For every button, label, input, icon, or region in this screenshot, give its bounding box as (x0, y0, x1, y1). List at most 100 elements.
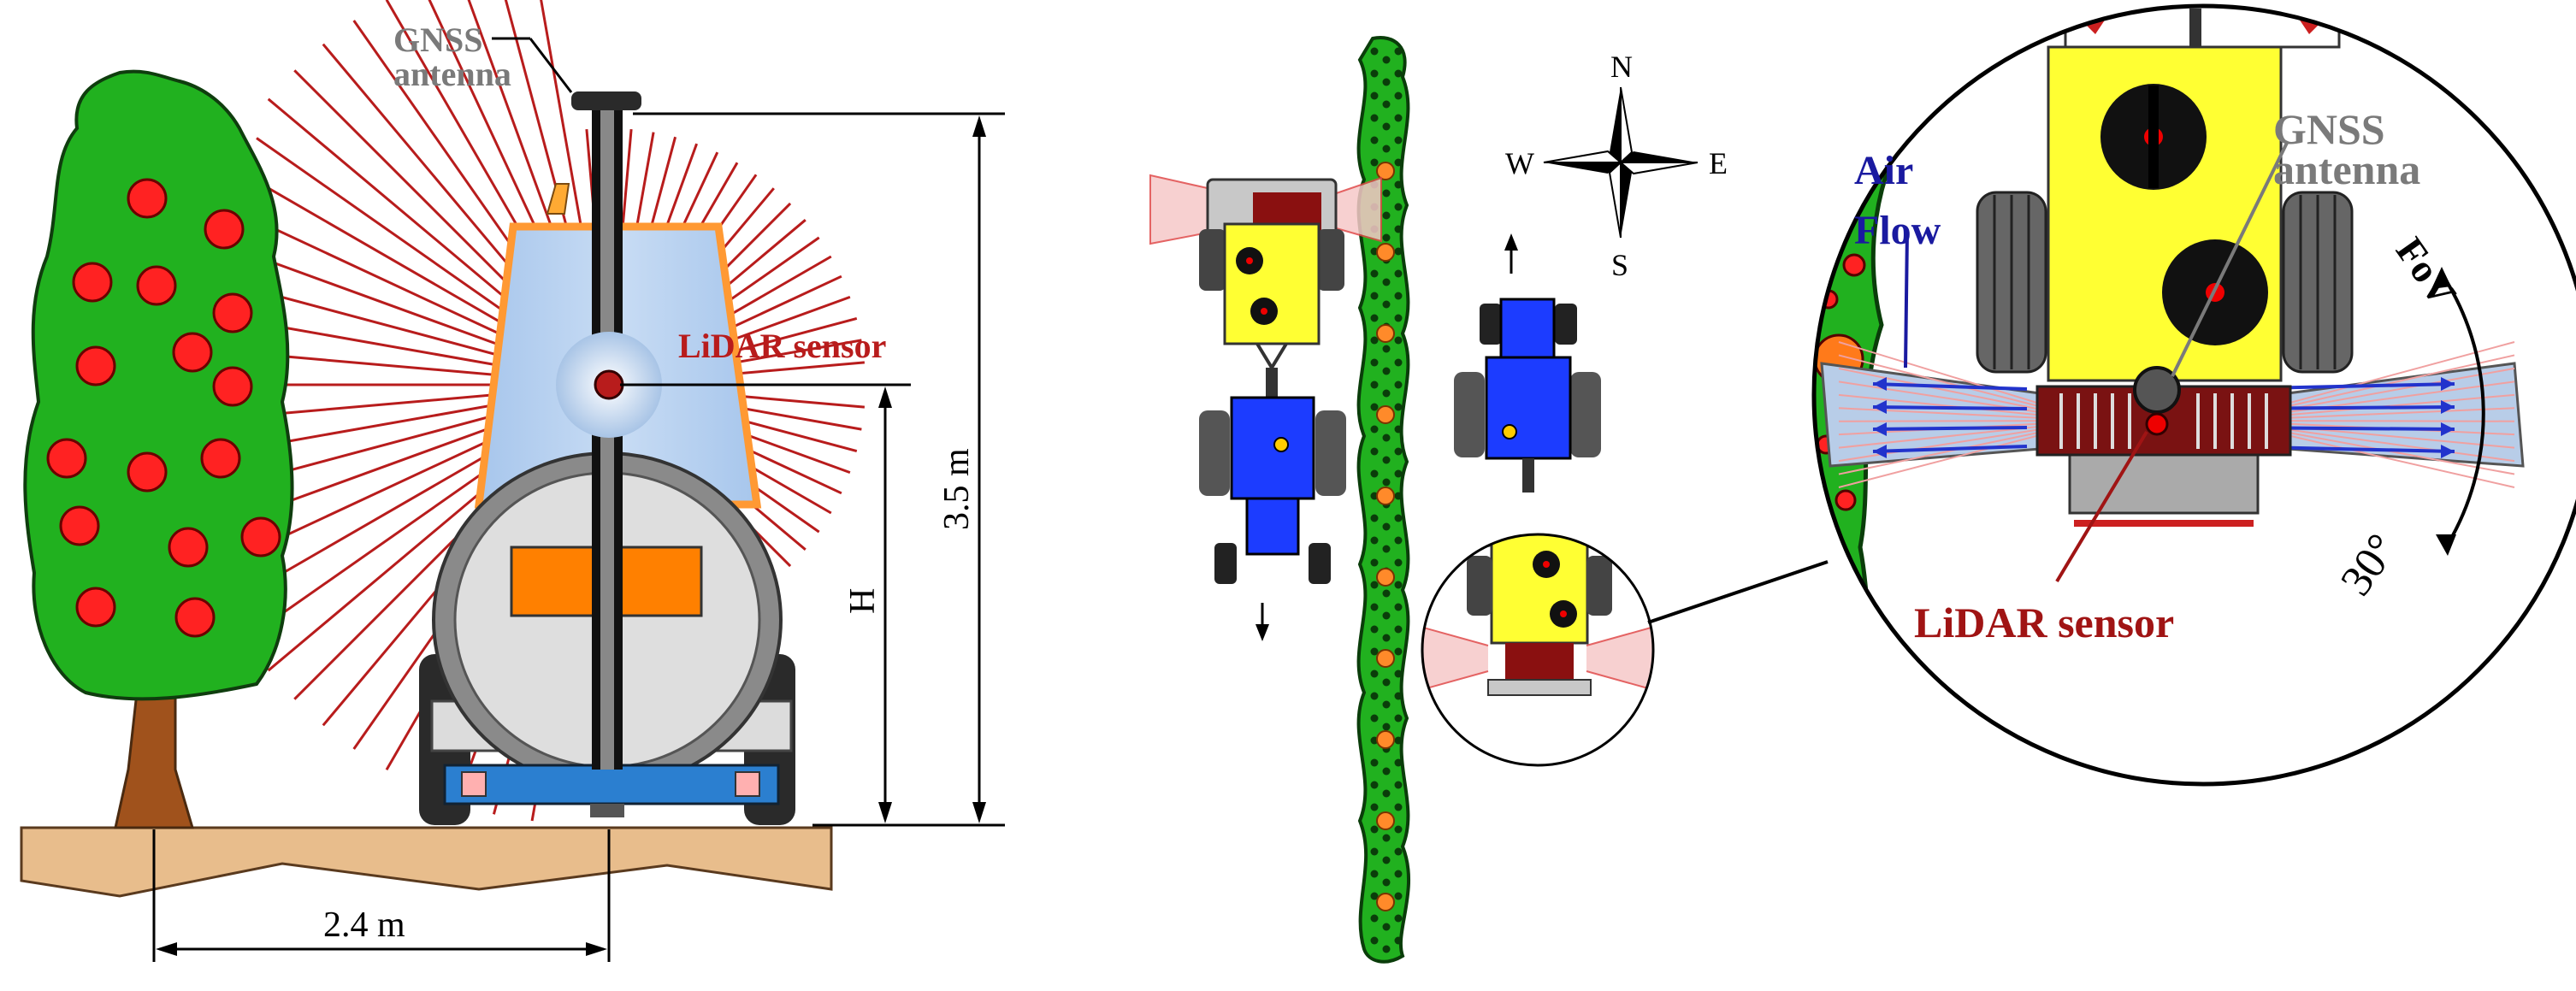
tree-trunk (114, 691, 195, 829)
row-dot (1382, 723, 1391, 731)
row-dot (1382, 233, 1391, 242)
gnss-label-line2: antenna (393, 55, 511, 93)
row-fruit (1376, 162, 1395, 180)
height-sensor-label: H (843, 588, 883, 614)
row-dot (1394, 914, 1403, 923)
zoom-connector (1647, 560, 1829, 624)
row-dot (1382, 78, 1391, 86)
fruit (72, 262, 113, 303)
spray-fan-east (1422, 622, 1653, 694)
row-dot (1370, 581, 1379, 589)
row-dot (1370, 536, 1379, 545)
row-dot (1382, 767, 1391, 776)
fruit (127, 178, 168, 219)
air-flow-arrowhead (2441, 400, 2455, 414)
row-dot (1382, 923, 1391, 931)
detail-circle-border (1811, 3, 2576, 787)
row-dot (1370, 158, 1379, 167)
row-fruit (1376, 243, 1395, 262)
tractor-body-west (1230, 396, 1315, 500)
dimension-arrowheads (156, 115, 986, 956)
row-dot (1370, 403, 1379, 411)
row-dot (1382, 456, 1391, 464)
row-dot (1370, 447, 1379, 456)
row-dot (1370, 758, 1379, 767)
detail-gnss-antenna (2133, 366, 2181, 414)
row-dot (1382, 522, 1391, 531)
tractor-body-east (1485, 356, 1572, 460)
row-dot (1394, 447, 1403, 456)
fruit (168, 527, 209, 568)
air-flow-arrowhead (2441, 422, 2455, 436)
row-dot (1382, 434, 1391, 442)
height-total-label: 3.5 m (937, 448, 977, 530)
row-dot (1394, 136, 1403, 145)
row-dot (1370, 114, 1379, 122)
row-dot (1394, 203, 1403, 211)
row-dot (1382, 789, 1391, 798)
fruit (200, 438, 241, 479)
compass-west: W (1505, 146, 1534, 180)
air-flow-arrow (1872, 445, 2028, 453)
row-dot (1370, 314, 1379, 322)
row-dot (1394, 358, 1403, 367)
fruit (212, 366, 253, 407)
row-dot (1382, 100, 1391, 109)
row-dot (1394, 558, 1403, 567)
row-dot (1394, 892, 1403, 900)
compass-south: S (1611, 248, 1628, 282)
row-fruit (1376, 568, 1395, 587)
row-dot (1382, 300, 1391, 309)
detail-gnss-label-line2: antenna (2273, 145, 2420, 193)
row-dot (1394, 536, 1403, 545)
row-dot (1382, 389, 1391, 398)
fruit (127, 451, 168, 493)
row-dot (1370, 870, 1379, 878)
row-dot (1370, 69, 1379, 78)
row-dot (1394, 625, 1403, 634)
dimension-lines (152, 37, 1005, 962)
fruit (174, 597, 216, 638)
tree-row-dots (1370, 47, 1403, 953)
fruit (75, 345, 116, 386)
row-dot (1394, 314, 1403, 322)
row-dot (1382, 278, 1391, 286)
row-dot (1394, 670, 1403, 678)
row-dot (1370, 892, 1379, 900)
row-dot (1370, 647, 1379, 656)
lidar-sensor-label: LiDAR sensor (678, 327, 886, 365)
fruit (212, 292, 253, 333)
row-fruit (1376, 730, 1395, 749)
row-fruit (1376, 405, 1395, 424)
row-fruit (1376, 324, 1395, 343)
gnss-label-line1: GNSS (393, 21, 483, 59)
fruit (46, 438, 87, 479)
row-dot (1370, 358, 1379, 367)
row-dot (1394, 870, 1403, 878)
row-dot (1370, 336, 1379, 345)
row-dot (1394, 647, 1403, 656)
row-dot (1394, 603, 1403, 611)
air-flow-arrowhead (1873, 422, 1887, 436)
air-flow-arrowhead (1873, 445, 1887, 458)
detail-lidar-sensor (2145, 412, 2169, 436)
row-dot (1394, 936, 1403, 945)
compass-east: E (1709, 146, 1728, 180)
row-dot (1394, 714, 1403, 723)
row-dot (1370, 936, 1379, 945)
row-dot (1382, 122, 1391, 131)
air-flow-arrow (1872, 426, 2028, 431)
row-dot (1382, 589, 1391, 598)
row-dot (1394, 514, 1403, 522)
row-dot (1394, 292, 1403, 300)
row-dot (1394, 225, 1403, 233)
sprayer-tank-west (1223, 222, 1320, 345)
air-flow-arrowhead (2441, 445, 2455, 458)
row-dot (1394, 581, 1403, 589)
gnss-antenna (571, 91, 641, 110)
row-dot (1382, 678, 1391, 687)
row-dot (1382, 878, 1391, 887)
row-dot (1394, 736, 1403, 745)
row-dot (1370, 91, 1379, 100)
row-dot (1394, 847, 1403, 856)
